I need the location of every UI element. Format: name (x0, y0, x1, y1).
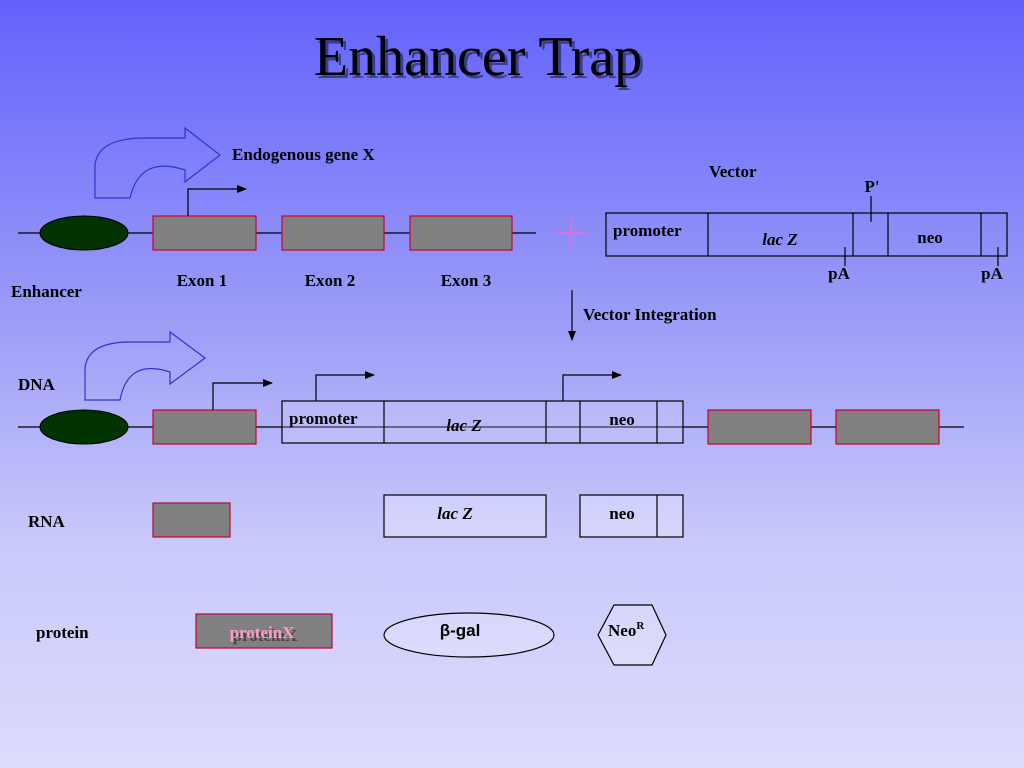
rna-label: RNA (28, 512, 66, 531)
vector-lacz-label: lac Z (762, 230, 797, 249)
rna-lacz-label: lac Z (437, 504, 472, 523)
rna-exon-box (152, 502, 231, 538)
enhancer-ellipse (39, 215, 129, 251)
plus-icon (556, 218, 587, 248)
p-prime-label: P' (864, 177, 879, 196)
pa-right-label: pA (981, 264, 1003, 283)
vector-integration-label: Vector Integration (583, 305, 717, 324)
dna-neo-label: neo (609, 410, 635, 429)
dna-exon-1-box (152, 409, 257, 445)
page-title: Enhancer Trap (314, 26, 642, 88)
enhancer-action-arrow-icon (94, 126, 221, 199)
exon-3-label: Exon 3 (441, 271, 492, 290)
beta-gal-ellipse (383, 612, 555, 658)
exon-3-box (409, 215, 513, 251)
exon-2-label: Exon 2 (305, 271, 356, 290)
protein-row: protein proteinX β-gal NeoR (36, 604, 667, 666)
protein-x-label: proteinX (230, 623, 296, 642)
dna-exon-3-box (835, 409, 940, 445)
exon-1-label: Exon 1 (177, 271, 228, 290)
vector-box (605, 212, 1008, 257)
dna-exon-2-box (707, 409, 812, 445)
dna-promoter-label: promoter (289, 409, 358, 428)
protein-x-box (195, 613, 333, 649)
dna-enhancer-arrow-icon (84, 330, 207, 401)
rna-neo-box (579, 494, 684, 538)
dna-label: DNA (18, 375, 56, 394)
vector-construct: Vector promoter lac Z neo P' pA pA (605, 162, 1008, 283)
vector-label: Vector (709, 162, 757, 181)
exon-2-box (281, 215, 385, 251)
rna-row: RNA lac Z neo (28, 494, 684, 538)
neo-r-hexagon (597, 604, 667, 666)
neo-r-label: NeoR (608, 620, 645, 640)
inserted-vector-box (281, 400, 684, 444)
transcription-start-arrow (187, 185, 247, 216)
dna-p-prime-arrow (562, 371, 622, 401)
rna-lacz-box (383, 494, 547, 538)
pa-left-label: pA (828, 264, 850, 283)
dna-promoter-arrow (315, 371, 375, 401)
integrated-dna-row: DNA promoter lac Z neo (18, 330, 964, 445)
dna-enhancer-ellipse (39, 409, 129, 445)
dna-lacz-label: lac Z (446, 416, 481, 435)
neo-r-superscript: R (636, 620, 645, 632)
exon-1-box (152, 215, 257, 251)
endogenous-gene-row: Endogenous gene X Exon 1 Exon 2 Exon 3 E… (11, 126, 536, 301)
protein-label: protein (36, 623, 89, 642)
enhancer-label: Enhancer (11, 282, 82, 301)
dna-exon-arrow (212, 379, 273, 410)
vector-promoter-label: promoter (613, 221, 682, 240)
rna-neo-label: neo (609, 504, 635, 523)
vector-neo-label: neo (917, 228, 943, 247)
endogenous-gene-label: Endogenous gene X (232, 145, 375, 164)
neo-r-base: Neo (608, 621, 636, 640)
beta-gal-label: β-gal (440, 621, 481, 640)
